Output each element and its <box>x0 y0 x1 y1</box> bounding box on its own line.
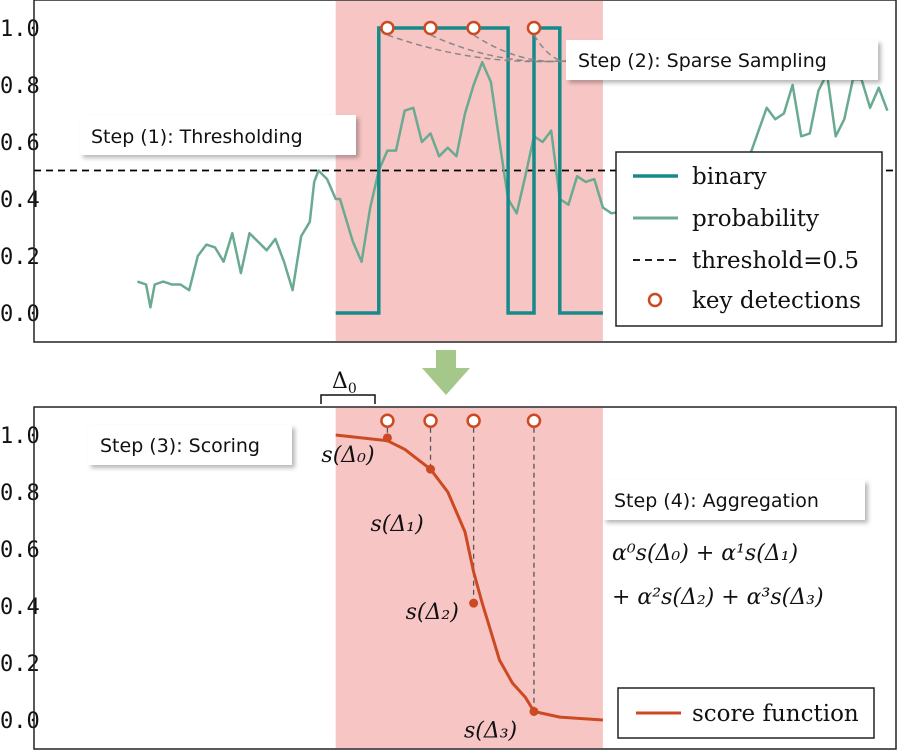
top-y-tick: 1.0 <box>0 17 40 42</box>
top-y-tick: 0.6 <box>0 131 40 156</box>
step1-label: Step (1): Thresholding <box>91 126 303 148</box>
sample-label: s(Δ₃) <box>464 718 517 743</box>
bottom-highlight-region <box>335 408 603 748</box>
delta0-bracket: Δ0 <box>320 369 376 404</box>
bottom-y-tick: 0.0 <box>0 709 40 734</box>
sample-label: s(Δ₀) <box>321 443 374 468</box>
legend-key-detections: key detections <box>692 288 861 314</box>
step4-label-box: Step (4): Aggregation <box>603 480 865 520</box>
sparse-sampling-connector <box>533 34 576 63</box>
legend-binary: binary <box>692 164 767 190</box>
bottom-plot-frame <box>33 406 897 750</box>
bottom-panel: Δ0 1.00.80.60.40.20.0 s(Δ₀)s(Δ₁)s(Δ₂)s(Δ… <box>0 369 897 750</box>
step1-label-box: Step (1): Thresholding <box>80 115 356 155</box>
legend-key-swatch <box>647 292 663 308</box>
sample-point <box>529 706 539 716</box>
bottom-key-detection-marker <box>423 413 438 428</box>
sample-point <box>469 598 479 608</box>
bottom-key-detections <box>380 413 542 428</box>
sample-label: s(Δ₁) <box>371 512 424 537</box>
aggregation-formula-line1: α⁰s(Δ₀) + α¹s(Δ₁) <box>612 541 798 566</box>
step4-label: Step (4): Aggregation <box>614 490 819 512</box>
score-function-line <box>335 433 604 722</box>
bottom-key-detection-marker <box>526 413 542 428</box>
key-detection-marker <box>423 20 438 36</box>
sample-point <box>426 464 436 474</box>
bottom-y-tick: 0.4 <box>0 595 40 620</box>
top-legend: binary probability threshold=0.5 key det… <box>615 151 883 327</box>
sample-point <box>382 433 392 443</box>
step2-label-box: Step (2): Sparse Sampling <box>566 40 878 80</box>
bottom-y-ticks: 1.0 0.8 0.6 0.4 0.2 0.0 <box>0 424 40 734</box>
key-detection-marker <box>466 20 481 36</box>
bottom-y-tick: 0.8 <box>0 481 40 506</box>
top-panel: 1.0 0.8 0.6 0.4 0.2 0.0 Step (1): Thresholdin… <box>0 0 897 343</box>
aggregation-formula-line2: + α²s(Δ₂) + α³s(Δ₃) <box>612 585 824 610</box>
top-y-tick: 0.4 <box>0 188 40 213</box>
top-y-tick: 0.0 <box>0 302 40 327</box>
step3-label-box: Step (3): Scoring <box>88 425 292 465</box>
top-y-tick: 0.2 <box>0 245 40 270</box>
delta0-label: Δ0 <box>332 369 357 397</box>
sample-labels: s(Δ₀) s(Δ₁) s(Δ₂) s(Δ₃) <box>321 443 517 744</box>
sparse-sampling-connectors <box>387 34 576 63</box>
legend-score-function: score function <box>692 701 859 727</box>
bottom-legend: score function <box>617 687 875 739</box>
top-y-ticks: 1.0 0.8 0.6 0.4 0.2 0.0 <box>0 17 40 327</box>
legend-threshold: threshold=0.5 <box>692 248 859 274</box>
probability-line <box>137 60 889 309</box>
binary-line <box>335 26 603 315</box>
sample-label: s(Δ₂) <box>406 600 459 625</box>
top-plot-frame <box>33 0 897 343</box>
legend-probability: probability <box>692 206 819 232</box>
sparse-sampling-connector <box>387 34 576 63</box>
key-detections <box>380 20 542 36</box>
bottom-key-detection-marker <box>380 413 395 428</box>
key-detection-marker <box>526 20 542 36</box>
bottom-y-tick: 1.0 <box>0 424 40 449</box>
step2-label: Step (2): Sparse Sampling <box>578 50 827 72</box>
sparse-sampling-connector <box>473 34 576 63</box>
key-detection-marker <box>380 20 395 36</box>
sample-points <box>382 433 539 716</box>
top-y-tick: 0.8 <box>0 74 40 99</box>
down-arrow <box>422 350 470 395</box>
step3-label: Step (3): Scoring <box>100 435 260 457</box>
bottom-y-tick: 0.6 <box>0 538 40 563</box>
bottom-y-tick: 0.2 <box>0 652 40 677</box>
bottom-key-detection-marker <box>466 413 481 428</box>
